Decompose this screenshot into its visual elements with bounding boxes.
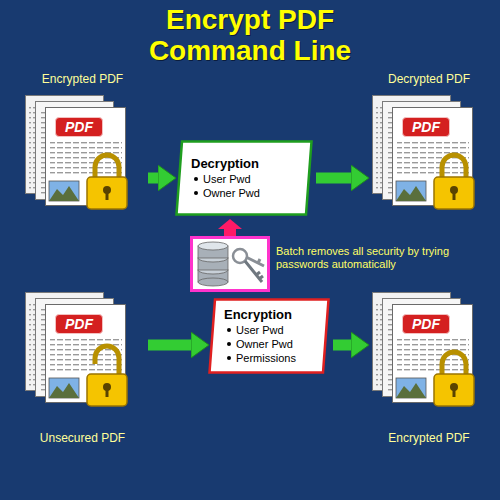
pdf-stack: Decrypted PDF [368,72,490,212]
flow-arrow [148,173,159,184]
file-label: Encrypted PDF [368,431,490,445]
pdf-badge: PDF [402,314,450,334]
box-outline [210,300,329,373]
pdf-stack: Encrypted PDF [20,72,145,212]
pdf-stack-icon [373,293,475,407]
pdf-stack-icon [26,96,128,210]
process-box: DecryptionUser PwdOwner Pwd [175,140,313,216]
pdf-badge: PDF [55,117,103,137]
bullet-item: User Pwd [191,172,260,186]
database-keys-icon [192,238,268,290]
bullet-item: User Pwd [224,323,296,337]
file-label: Decrypted PDF [368,72,490,86]
pdf-stack-icon [26,293,128,407]
pdf-badge: PDF [402,117,450,137]
pdf-stack: Encrypted PDF [368,285,490,445]
icon-frame [190,236,270,292]
bullet-item: Owner Pwd [224,337,296,351]
pdf-stack-icon [373,96,475,210]
box-outline [177,142,312,215]
box-heading: Decryption [191,156,260,172]
diagram-title: Encrypt PDF Command Line [115,4,385,66]
pdf-stack: Unsecured PDF [20,285,145,445]
pdf-badge: PDF [55,314,103,334]
box-heading: Encryption [224,307,296,323]
bullet-item: Owner Pwd [191,186,260,200]
file-label: Encrypted PDF [20,72,145,86]
flow-arrow [148,340,192,351]
flow-arrow [316,173,352,184]
flow-arrow [333,340,352,351]
flow-arrow [224,228,236,236]
note-text: Batch removes all security by trying pas… [276,245,460,271]
file-label: Unsecured PDF [20,431,145,445]
process-box: EncryptionUser PwdOwner PwdPermissions [208,298,330,374]
box-body: EncryptionUser PwdOwner PwdPermissions [208,298,304,371]
bullet-item: Permissions [224,351,296,365]
box-body: DecryptionUser PwdOwner Pwd [175,140,268,206]
key-database-box: Batch removes all security by trying pas… [190,236,462,292]
